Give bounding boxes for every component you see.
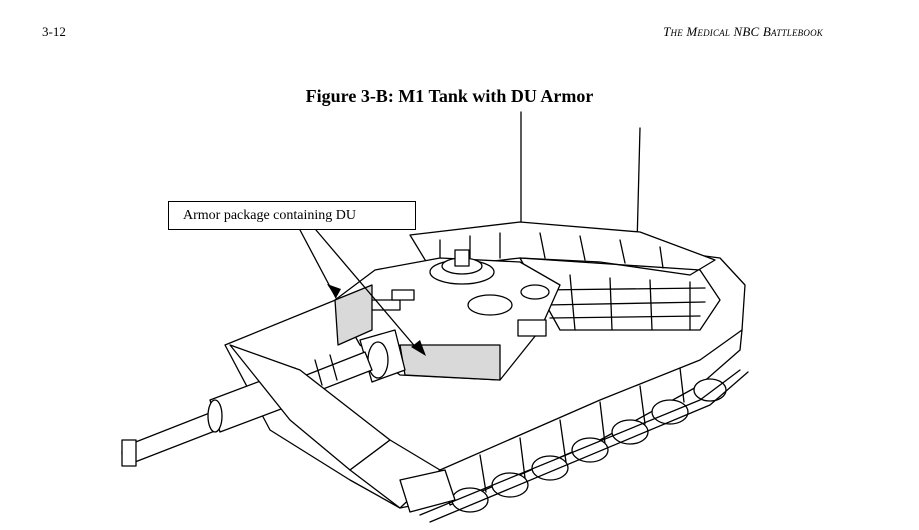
loader-hatch <box>467 294 513 316</box>
du-armor-left-cheek <box>334 284 373 346</box>
callout-arrow-2 <box>411 340 426 356</box>
callout-leader-2 <box>315 229 419 351</box>
road-wheels <box>451 378 727 513</box>
page-number: 3-12 <box>42 24 66 39</box>
du-armor-callout: Armor package containing DU <box>168 201 416 230</box>
du-armor-front <box>399 344 501 381</box>
track <box>419 369 741 516</box>
running-head: The Medical NBC Battlebook <box>663 24 823 39</box>
figure-caption: Figure 3-B: M1 Tank with DU Armor <box>305 86 594 106</box>
antenna-right <box>636 127 641 246</box>
callout-arrow-1 <box>327 284 341 298</box>
